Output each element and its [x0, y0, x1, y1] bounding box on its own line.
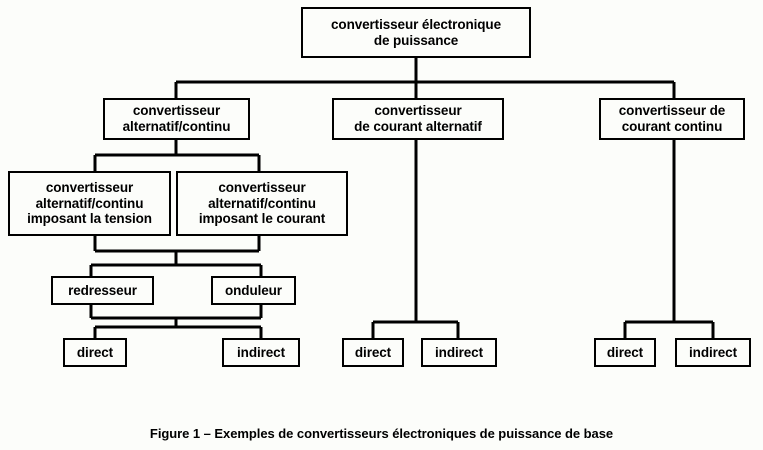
node-ac-dc-imposing-current[interactable]: convertisseur alternatif/continu imposan…: [176, 171, 348, 236]
node-branch-ac-dc-label: convertisseur alternatif/continu: [122, 103, 231, 134]
node-ac-dc-direct[interactable]: direct: [63, 338, 127, 367]
node-ac-dc-imposing-current-label: convertisseur alternatif/continu imposan…: [198, 179, 326, 227]
node-ac-dc-imposing-voltage[interactable]: convertisseur alternatif/continu imposan…: [8, 171, 171, 236]
node-dc-indirect-label: indirect: [689, 344, 737, 360]
node-ac-dc-indirect[interactable]: indirect: [222, 338, 300, 367]
node-ac-dc-direct-label: direct: [76, 344, 114, 360]
node-dc-direct-label: direct: [606, 344, 644, 360]
node-ac-direct[interactable]: direct: [342, 338, 404, 367]
node-redresseur-label: redresseur: [68, 282, 137, 298]
node-dc-indirect[interactable]: indirect: [675, 338, 751, 367]
node-onduleur-label: onduleur: [225, 282, 282, 298]
node-branch-ac[interactable]: convertisseur de courant alternatif: [332, 98, 504, 140]
node-branch-ac-label: convertisseur de courant alternatif: [354, 103, 482, 134]
node-ac-dc-indirect-label: indirect: [237, 344, 285, 360]
node-ac-indirect[interactable]: indirect: [421, 338, 497, 367]
node-ac-direct-label: direct: [354, 344, 392, 360]
node-root[interactable]: convertisseur électronique de puissance: [301, 7, 531, 58]
node-onduleur[interactable]: onduleur: [211, 276, 296, 305]
node-redresseur[interactable]: redresseur: [51, 276, 154, 305]
node-branch-dc[interactable]: convertisseur de courant continu: [599, 98, 745, 140]
node-root-label: convertisseur électronique de puissance: [331, 16, 501, 48]
node-ac-indirect-label: indirect: [435, 344, 483, 360]
node-branch-dc-label: convertisseur de courant continu: [618, 103, 726, 134]
node-branch-ac-dc[interactable]: convertisseur alternatif/continu: [103, 98, 250, 140]
figure-caption: Figure 1 – Exemples de convertisseurs él…: [149, 426, 614, 441]
node-ac-dc-imposing-voltage-label: convertisseur alternatif/continu imposan…: [27, 179, 152, 227]
node-dc-direct[interactable]: direct: [594, 338, 656, 367]
